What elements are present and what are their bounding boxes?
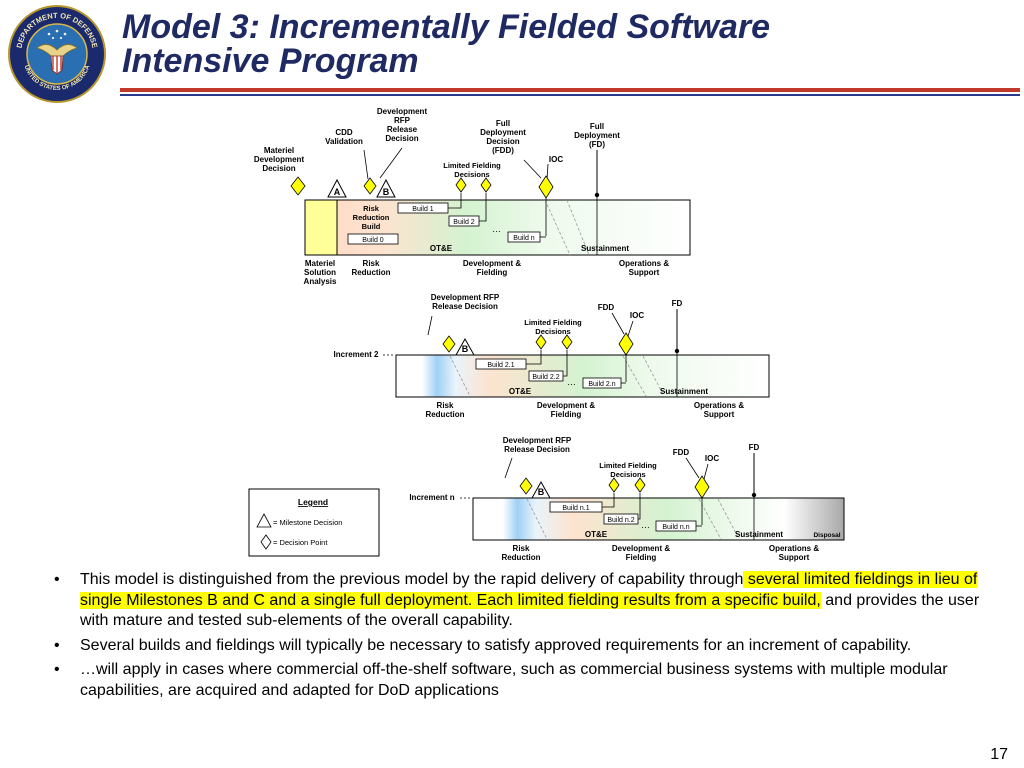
build-0-box bbox=[347, 233, 399, 245]
bullet-1-text-end: and provides the user with mature and te… bbox=[80, 591, 980, 630]
ote-label: OT&E bbox=[430, 244, 453, 253]
inc2-fdd-diamond bbox=[618, 332, 634, 356]
page-number: 17 bbox=[990, 746, 1008, 763]
legend-milestone-triangle-icon bbox=[256, 513, 272, 528]
incn-sustainment-label: Sustainment bbox=[735, 530, 783, 539]
inc2-lfd-diamond-1 bbox=[535, 334, 547, 350]
bullet-list: • This model is distinguished from the p… bbox=[54, 570, 994, 705]
inc2-phase-ops-support: Operations &Support bbox=[694, 401, 744, 419]
inc2-lfd-diamond-2 bbox=[561, 334, 573, 350]
milestone-a-triangle bbox=[327, 178, 347, 198]
legend-title: Legend bbox=[298, 497, 328, 507]
bullet-item: • Several builds and fieldings will typi… bbox=[54, 636, 994, 657]
bullet-dot: • bbox=[54, 571, 60, 588]
dod-seal: DEPARTMENT OF DEFENSE UNITED STATES OF A… bbox=[8, 5, 106, 103]
inc2-build-1-label: Build 2.1 bbox=[487, 362, 514, 369]
inc2-label-fdd: FDD bbox=[598, 303, 615, 312]
incn-build-2-label: Build n.2 bbox=[607, 517, 634, 524]
fdd-diamond bbox=[538, 175, 554, 199]
sustainment-label: Sustainment bbox=[581, 244, 629, 253]
legend-decision-text: = Decision Point bbox=[273, 538, 328, 547]
incn-ellipsis: … bbox=[641, 520, 650, 530]
incn-ote-label: OT&E bbox=[585, 530, 608, 539]
slide-title: Model 3: Incrementally Fielded Software … bbox=[122, 10, 1002, 78]
bullet-dot: • bbox=[54, 636, 60, 654]
build-1-label: Build 1 bbox=[412, 206, 434, 213]
lfd-diamond-2 bbox=[480, 177, 492, 193]
bullet-2-text: Several builds and fieldings will typica… bbox=[80, 636, 912, 654]
milestone-b-triangle bbox=[376, 178, 396, 198]
bullet-dot: • bbox=[54, 661, 60, 678]
incn-build-1-label: Build n.1 bbox=[562, 505, 589, 512]
bullet-3-text: …will apply in cases where commercial of… bbox=[80, 661, 948, 699]
title-line-2: Intensive Program bbox=[122, 42, 419, 80]
mdd-diamond bbox=[290, 176, 306, 196]
title-rule-blue bbox=[120, 94, 1020, 96]
incn-milestone-b-label: B bbox=[538, 487, 545, 497]
lfd-diamond-1 bbox=[455, 177, 467, 193]
inc2-sustainment-label: Sustainment bbox=[660, 387, 708, 396]
inc2-label-fd: FD bbox=[672, 299, 683, 308]
legend-milestone-text: = Milestone Decision bbox=[273, 518, 342, 527]
incn-phase-ops-support: Operations &Support bbox=[769, 544, 819, 562]
incn-dev-rfp-diamond bbox=[519, 477, 533, 495]
incn-disposal-label: Disposal bbox=[813, 532, 840, 539]
builds-ellipsis: … bbox=[492, 224, 501, 234]
build-n-label: Build n bbox=[513, 235, 535, 242]
build-2-label: Build 2 bbox=[453, 219, 475, 226]
inc2-phase-dev-fielding: Development &Fielding bbox=[537, 401, 595, 419]
inc2-milestone-b-label: B bbox=[462, 344, 469, 354]
inc2-ote-label: OT&E bbox=[509, 387, 532, 396]
legend-decision-diamond-icon bbox=[260, 534, 272, 550]
build-0-label: Build 0 bbox=[362, 237, 384, 244]
label-ioc: IOC bbox=[549, 155, 563, 164]
milestone-a-label: A bbox=[334, 187, 341, 197]
incn-phase-dev-fielding: Development &Fielding bbox=[612, 544, 670, 562]
phase-ops-support: Operations &Support bbox=[619, 259, 669, 277]
incn-lfd-diamond-1 bbox=[608, 477, 620, 493]
incn-lfd-diamond-2 bbox=[634, 477, 646, 493]
bullet-item: • This model is distinguished from the p… bbox=[54, 570, 994, 632]
milestone-b-label: B bbox=[383, 187, 390, 197]
bullet-1-text: This model is distinguished from the pre… bbox=[80, 571, 744, 588]
inc2-build-n-label: Build 2.n bbox=[588, 381, 615, 388]
incn-fdd-diamond bbox=[694, 475, 710, 499]
incn-label-fdd: FDD bbox=[673, 448, 690, 457]
title-rule-red bbox=[120, 88, 1020, 92]
title-line-1: Model 3: Incrementally Fielded Software bbox=[122, 8, 771, 46]
increment-n-label: Increment n bbox=[409, 493, 454, 502]
inc2-build-2-label: Build 2.2 bbox=[532, 374, 559, 381]
inc2-label-ioc: IOC bbox=[630, 311, 644, 320]
inc2-ellipsis: … bbox=[567, 377, 576, 387]
increment-2-label: Increment 2 bbox=[334, 350, 379, 359]
bullet-item: • …will apply in cases where commercial … bbox=[54, 660, 994, 701]
inc2-dev-rfp-diamond bbox=[442, 335, 456, 353]
incn-build-n-label: Build n.n bbox=[662, 524, 689, 531]
phase-dev-fielding: Development &Fielding bbox=[463, 259, 521, 277]
dev-rfp-diamond bbox=[363, 177, 377, 195]
incn-label-ioc: IOC bbox=[705, 454, 719, 463]
legend: Legend = Milestone Decision = Decision P… bbox=[248, 488, 380, 557]
msa-phase-block bbox=[304, 199, 338, 256]
incn-label-fd: FD bbox=[749, 443, 760, 452]
